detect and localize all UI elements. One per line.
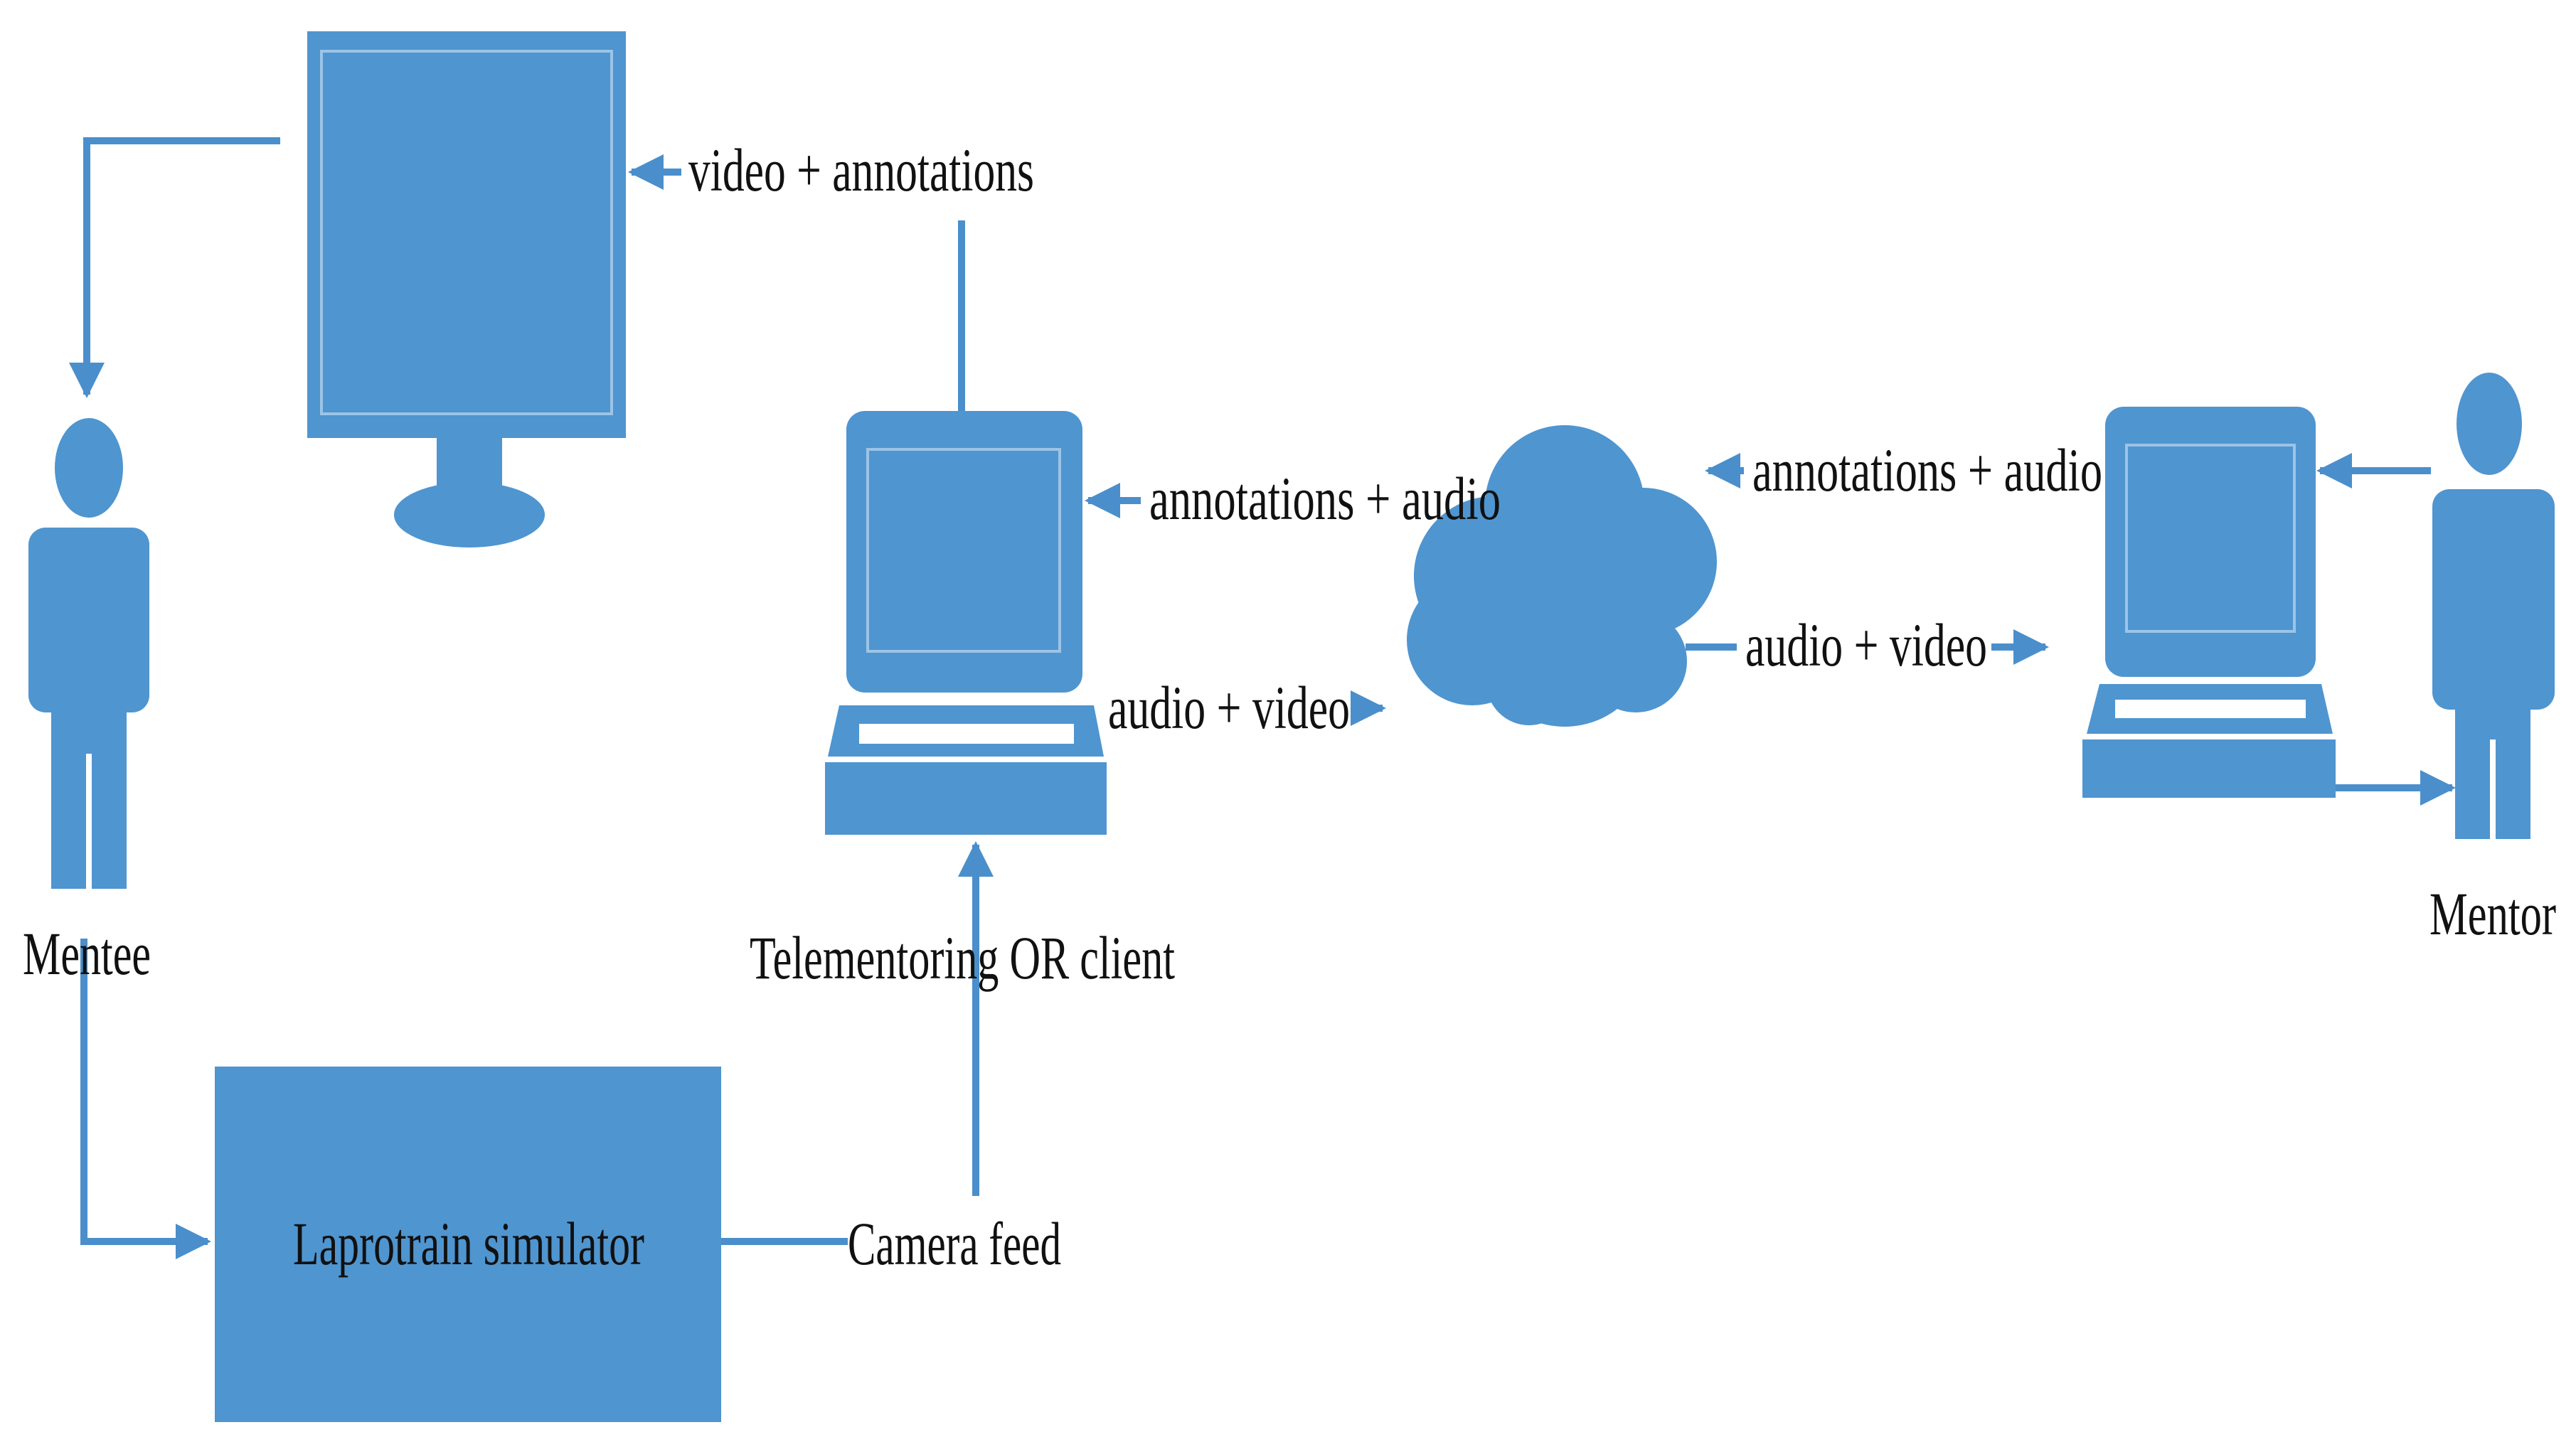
mentor-person-icon	[2432, 373, 2555, 839]
annotations-audio-right-label: annotations + audio	[1752, 436, 2102, 504]
video-annotations-label: video + annotations	[688, 136, 1034, 204]
mentee-to-simulator-arrow	[80, 939, 211, 1259]
mentee-person-icon	[28, 418, 149, 889]
simulator-box	[215, 1067, 721, 1422]
monitor-icon	[307, 31, 626, 547]
monitor-to-mentee-arrow	[69, 137, 280, 398]
audio-video-right-label: audio + video	[1745, 611, 1987, 679]
camera-feed-label: Camera feed	[848, 1209, 1061, 1278]
connectors	[69, 137, 2456, 1259]
audio-video-left-label: audio + video	[1108, 673, 1350, 742]
mentor-label: Mentor	[2429, 880, 2556, 948]
simulator-label: Laprotrain simulator	[293, 1209, 644, 1278]
or-client-label: Telementoring OR client	[750, 924, 1175, 992]
cloud-icon	[1407, 425, 1717, 727]
annotations-audio-left-label: annotations + audio	[1149, 464, 1501, 533]
or-client-laptop-icon	[825, 411, 1107, 835]
mentee-label: Mentee	[23, 919, 151, 988]
mentor-laptop-icon	[2082, 407, 2336, 798]
